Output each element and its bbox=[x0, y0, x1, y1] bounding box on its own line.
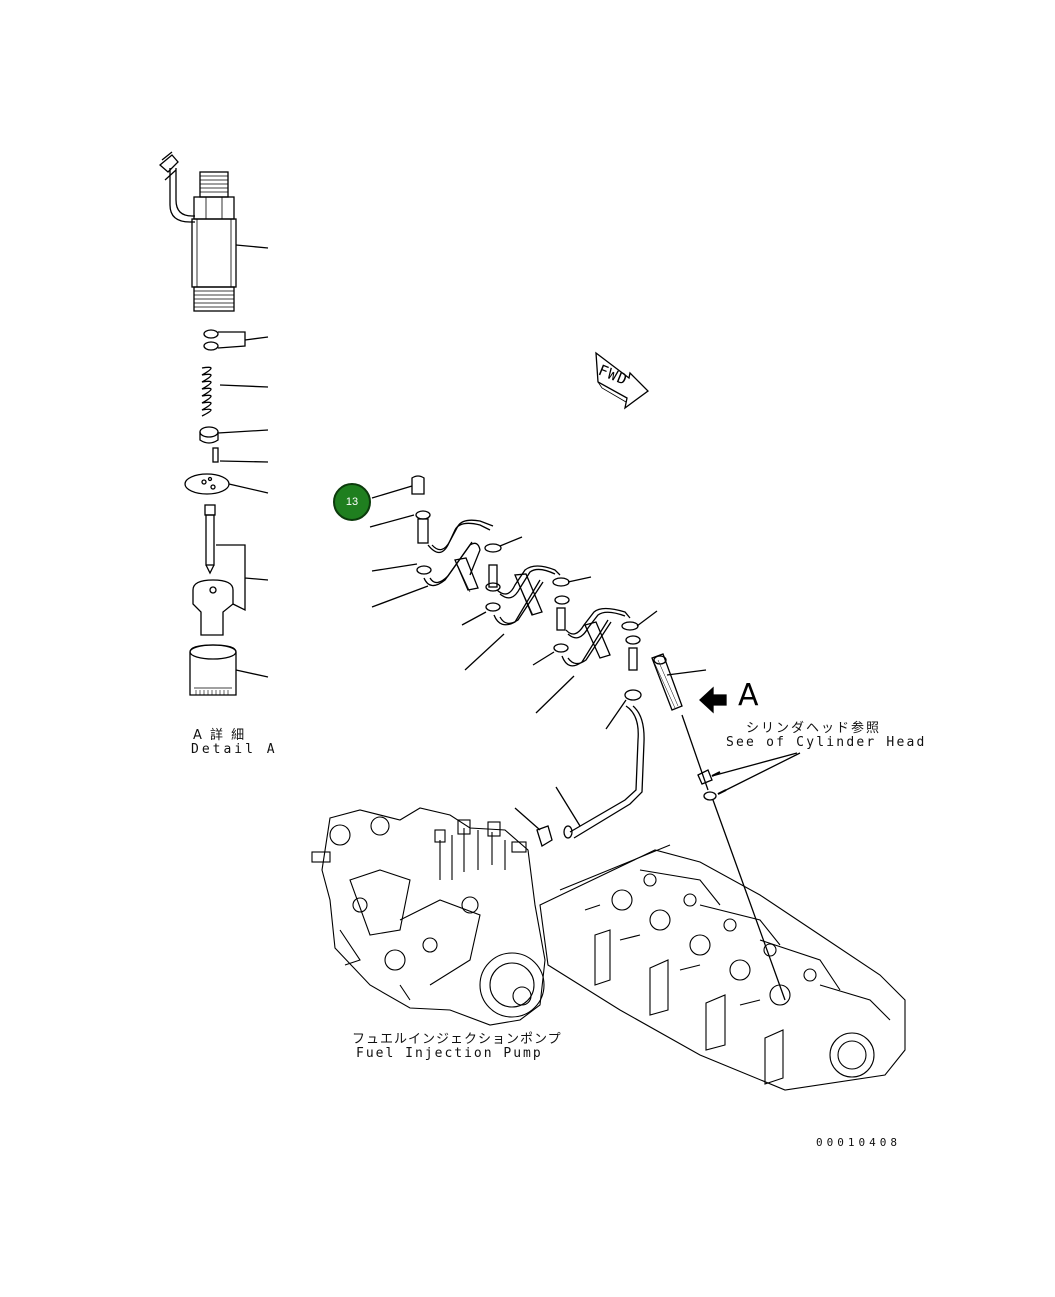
detail-a-injector bbox=[158, 151, 269, 696]
pump-en-label: Fuel Injection Pump bbox=[356, 1046, 543, 1061]
view-a-arrow-icon bbox=[699, 686, 727, 714]
fwd-arrow-icon bbox=[595, 351, 649, 410]
cylinder-head-bolts bbox=[681, 714, 801, 1001]
view-letter-a: A bbox=[738, 678, 759, 713]
injection-pipes bbox=[369, 475, 707, 847]
cylinder-head-en-label: See of Cylinder Head bbox=[726, 735, 927, 750]
callout-13[interactable]: 13 bbox=[333, 483, 371, 521]
drawing-number: 00010408 bbox=[816, 1136, 901, 1149]
cylinder-head-jp-label: シリンダヘッド参照 bbox=[746, 721, 882, 736]
detail-a-jp-label: A 詳 細 bbox=[193, 728, 247, 743]
detail-a-en-label: Detail A bbox=[191, 742, 278, 757]
fuel-injection-pump bbox=[311, 807, 546, 1026]
cylinder-head bbox=[539, 844, 906, 1091]
pump-jp-label: フュエルインジェクションポンプ bbox=[352, 1032, 562, 1047]
